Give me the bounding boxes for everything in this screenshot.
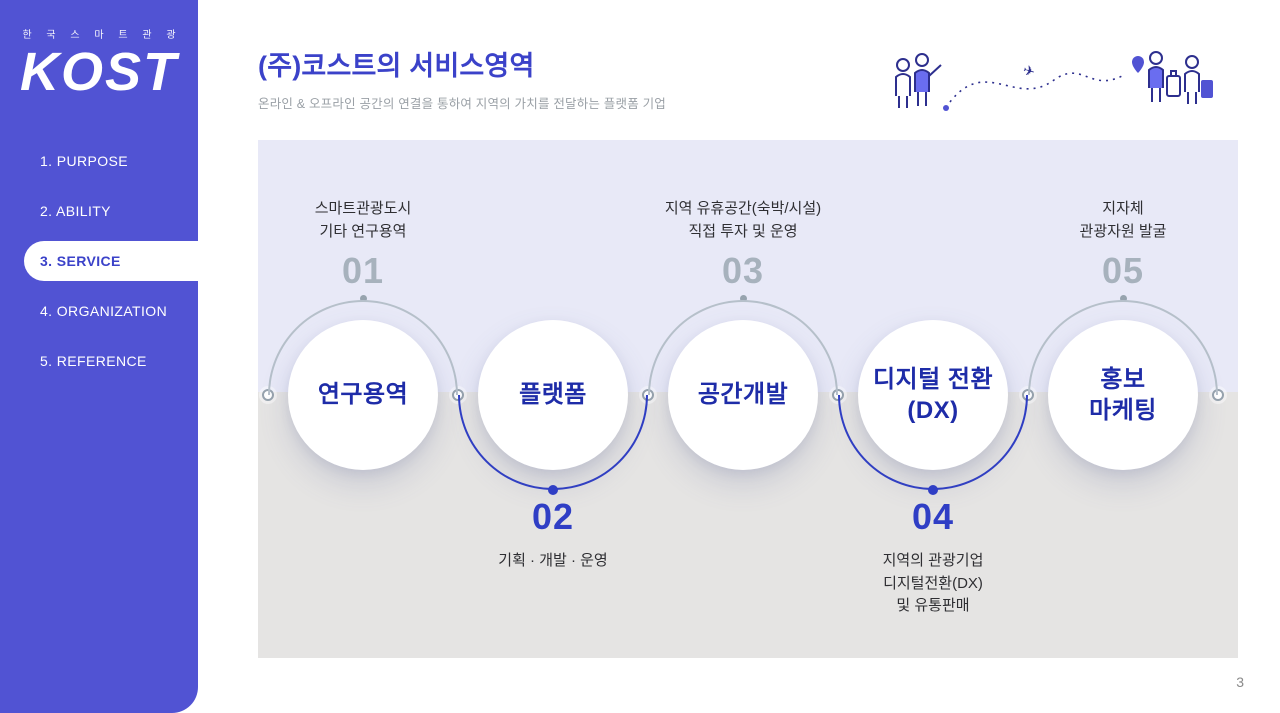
path-start-dot	[943, 105, 949, 111]
sidebar-nav: 1. PURPOSE 2. ABILITY 3. SERVICE 4. ORGA…	[0, 136, 198, 386]
location-pin-icon	[1132, 56, 1144, 73]
step-description: 지역 유휴공간(숙박/시설) 직접 투자 및 운영	[664, 200, 822, 240]
step-description: 스마트관광도시 기타 연구용역	[314, 200, 412, 240]
service-circle-label: 연구용역	[317, 381, 409, 409]
plane-icon: ✈	[1021, 62, 1037, 81]
service-circle-label: 홍보 마케팅	[1089, 365, 1157, 424]
sidebar-item-label: 4. ORGANIZATION	[40, 303, 168, 320]
step-number: 04	[911, 496, 955, 537]
service-flow-diagram: 스마트관광도시 기타 연구용역 01 연구용역 플랫폼 02 기획 · 개발 ·…	[258, 140, 1238, 658]
step-description: 지역의 관광기업 디지털전환(DX) 및 유통판매	[882, 552, 984, 614]
sidebar-item-label: 1. PURPOSE	[40, 153, 129, 170]
page-number: 3	[1236, 674, 1244, 690]
page-title-emphasis: 서비스영역	[409, 51, 535, 81]
sidebar-item-label: 5. REFERENCE	[40, 353, 147, 370]
sidebar-item-reference[interactable]: 5. REFERENCE	[0, 336, 198, 386]
page-title-prefix: (주)코스트의	[258, 51, 410, 81]
travelers-illustration: ✈	[895, 51, 1213, 111]
sidebar-item-service[interactable]: 3. SERVICE	[0, 236, 198, 286]
step-number: 02	[531, 496, 575, 537]
page-subtitle: 온라인 & 오프라인 공간의 연결을 통하여 지역의 가치를 전달하는 플랫폼 …	[258, 97, 666, 111]
arc-apex-dot	[1120, 295, 1127, 302]
arc-apex-dot	[548, 485, 558, 495]
service-circle: 플랫폼	[478, 320, 628, 470]
sidebar: 한 국 스 마 트 관 광 KOST 1. PURPOSE 2. ABILITY…	[0, 0, 198, 713]
sidebar-item-purpose[interactable]: 1. PURPOSE	[0, 136, 198, 186]
sidebar-item-ability[interactable]: 2. ABILITY	[0, 186, 198, 236]
arc-apex-dot	[740, 295, 747, 302]
service-circle: 연구용역	[288, 320, 438, 470]
step-number: 01	[341, 250, 385, 291]
service-circle-label: 플랫폼	[519, 381, 587, 409]
arc-apex-dot	[928, 485, 938, 495]
step-number: 05	[1101, 250, 1145, 291]
service-circle: 공간개발	[668, 320, 818, 470]
page-title: (주)코스트의 서비스영역	[258, 44, 666, 83]
active-nav-pill: 3. SERVICE	[24, 241, 198, 282]
logo: 한 국 스 마 트 관 광 KOST	[0, 0, 198, 102]
arc-apex-dot	[360, 295, 367, 302]
service-circle: 디지털 전환 (DX)	[858, 320, 1008, 470]
service-circle-label: 공간개발	[697, 381, 789, 409]
sidebar-item-label: 2. ABILITY	[40, 203, 111, 220]
sidebar-item-organization[interactable]: 4. ORGANIZATION	[0, 286, 198, 336]
service-circle-label: 디지털 전환 (DX)	[872, 365, 994, 424]
logo-kost-text: KOST	[19, 42, 178, 102]
suitcase-icon	[1201, 80, 1213, 98]
travel-path	[949, 72, 1123, 103]
logo-korean-subtitle: 한 국 스 마 트 관 광	[22, 30, 182, 41]
travelers-right-icon	[1148, 51, 1213, 104]
header: (주)코스트의 서비스영역 온라인 & 오프라인 공간의 연결을 통하여 지역의…	[258, 44, 666, 112]
step-number: 03	[721, 250, 765, 291]
service-circle: 홍보 마케팅	[1048, 320, 1198, 470]
suitcase-icon	[1166, 75, 1181, 97]
travelers-left-icon	[895, 53, 942, 108]
step-description: 지자체 관광자원 발굴	[1079, 200, 1167, 240]
step-description: 기획 · 개발 · 운영	[498, 552, 608, 569]
sidebar-item-label: 3. SERVICE	[40, 253, 121, 270]
